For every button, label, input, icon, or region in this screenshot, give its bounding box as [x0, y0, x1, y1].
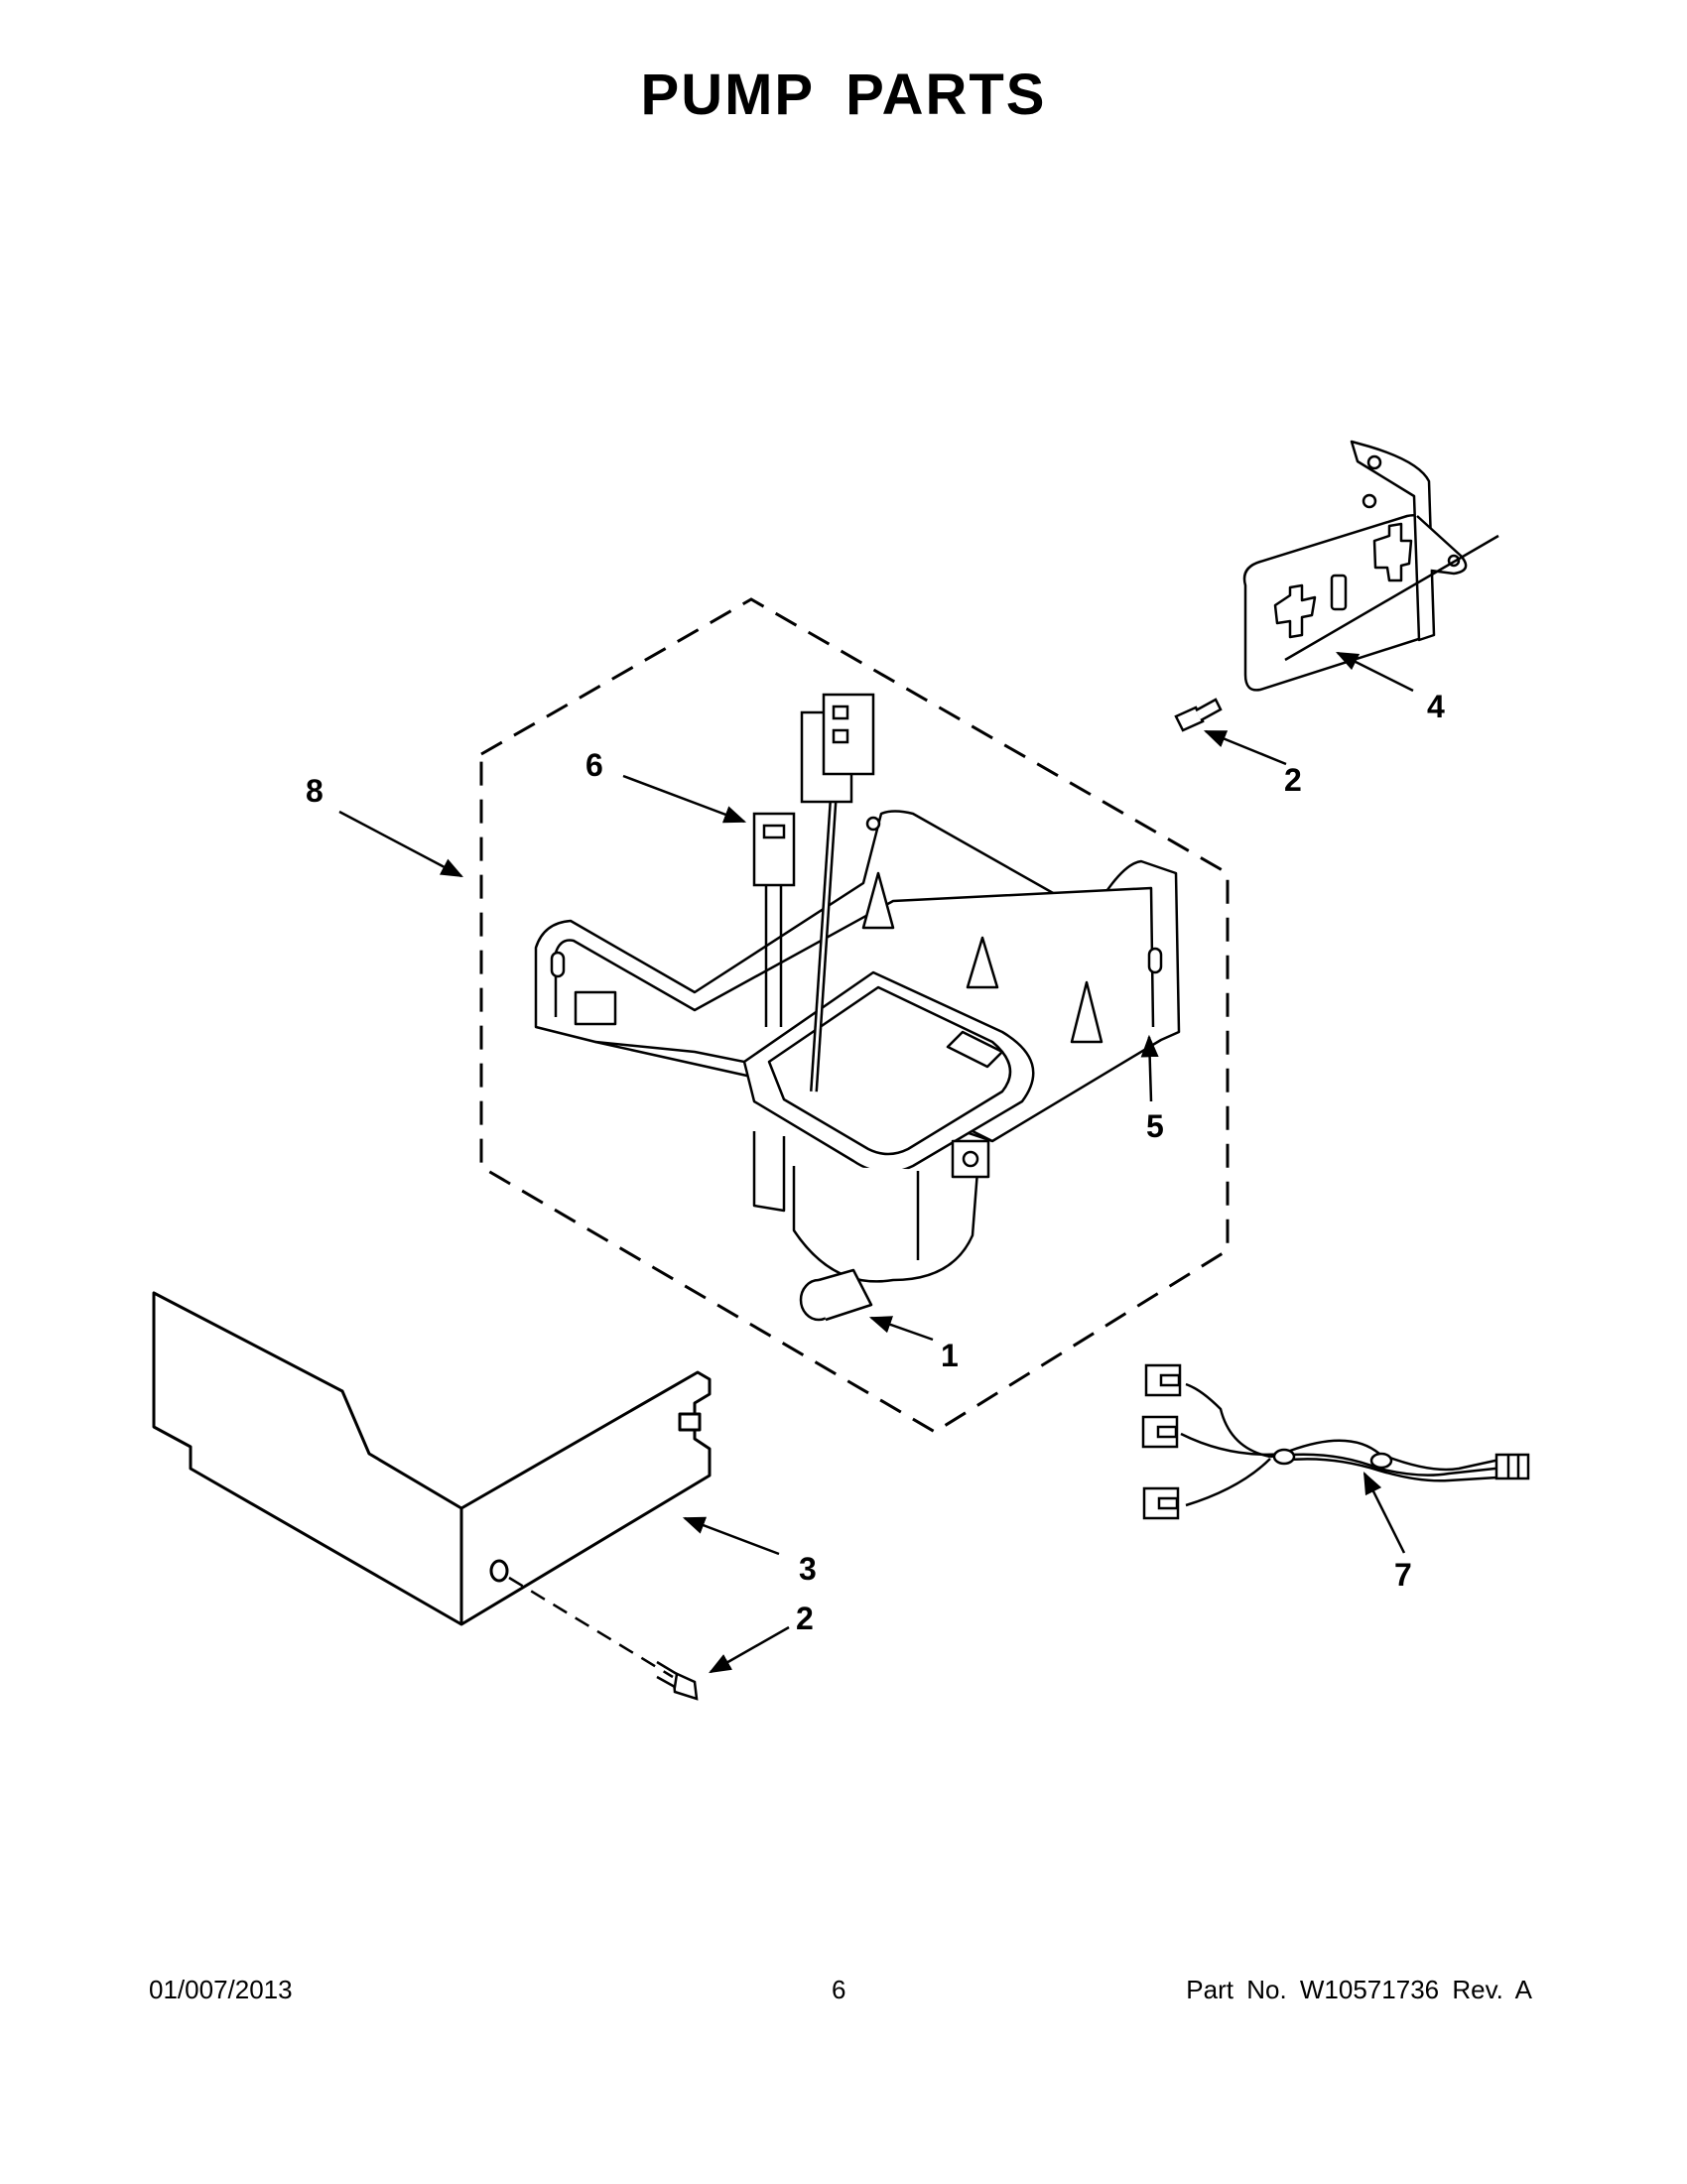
- axis-line-4: [1284, 534, 1499, 662]
- leader-1: [868, 1316, 934, 1342]
- screw-2-top: [1174, 698, 1223, 732]
- cover-panel-3: [152, 1291, 712, 1626]
- callout-5: 5: [1146, 1108, 1164, 1144]
- callout-4: 4: [1427, 689, 1445, 724]
- callout-8: 8: [306, 773, 324, 809]
- leader-6: [622, 774, 747, 824]
- footer-date: 01/007/2013: [149, 1975, 293, 2004]
- leader-4: [1335, 651, 1414, 693]
- callout-2-bottom: 2: [796, 1601, 814, 1636]
- leader-3: [682, 1516, 780, 1556]
- callout-1: 1: [941, 1338, 959, 1373]
- leader-5: [1140, 1034, 1159, 1102]
- leader-2-bottom: [709, 1625, 790, 1674]
- callout-6: 6: [585, 747, 603, 783]
- assembly-boundary-8: [479, 597, 1230, 1434]
- callout-7: 7: [1394, 1557, 1412, 1593]
- footer-page-number: 6: [832, 1975, 846, 2004]
- footer-part-number: Part No. W10571736 Rev. A: [1186, 1975, 1532, 2004]
- pump-bracket-5: [534, 810, 1181, 1322]
- wire-harness-7: [1141, 1363, 1530, 1520]
- mounting-plate-4: [1242, 440, 1468, 692]
- callout-2-top: 2: [1284, 762, 1302, 798]
- leader-8: [338, 810, 463, 878]
- wire-harness-6: [752, 693, 875, 1092]
- leader-arrows: [338, 651, 1414, 1674]
- screw-2-bottom: [656, 1660, 699, 1701]
- leader-2-top: [1203, 729, 1287, 766]
- callout-3: 3: [799, 1551, 817, 1587]
- leader-7: [1363, 1471, 1406, 1554]
- screw-axis-line: [508, 1576, 674, 1679]
- page-title: PUMP PARTS: [640, 63, 1047, 127]
